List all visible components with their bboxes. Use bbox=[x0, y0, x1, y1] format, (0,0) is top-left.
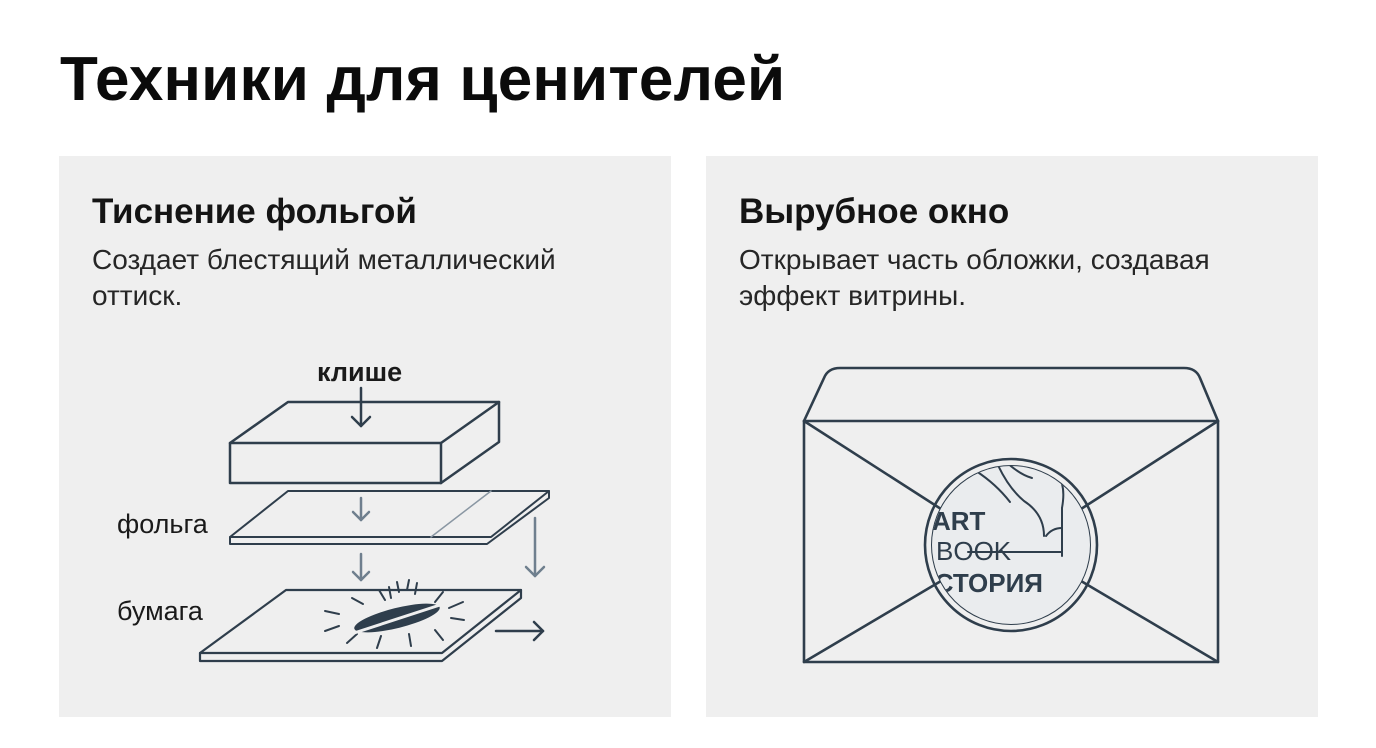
page-title: Техники для ценителей bbox=[60, 45, 786, 114]
shine-rays-icon bbox=[324, 579, 465, 649]
foil-sheet bbox=[229, 490, 550, 545]
envelope-fold-left-top bbox=[802, 419, 943, 511]
label-foil: фольга bbox=[117, 509, 209, 539]
envelope-fold-right-top bbox=[1079, 419, 1220, 511]
foil-arrow-icon bbox=[351, 496, 371, 522]
artwork-line-5 bbox=[1045, 527, 1063, 537]
card-description-foil: Создает блестящий металлический оттиск. bbox=[92, 244, 556, 311]
die-block bbox=[228, 400, 501, 485]
die-cut-window-diagram: ART BOOK ИСТОРИЯ bbox=[802, 366, 1220, 664]
label-paper: бумага bbox=[117, 596, 204, 626]
artwork-line-2 bbox=[1001, 466, 1033, 479]
card-title-window: Вырубное окно bbox=[739, 192, 1010, 231]
label-die: клише bbox=[317, 357, 402, 387]
foil-stamping-diagram: клише фольга бумага bbox=[117, 357, 550, 663]
card-title-foil: Тиснение фольгой bbox=[92, 192, 417, 231]
artwork-line-6 bbox=[975, 470, 1011, 503]
window-outer-ring bbox=[923, 457, 1099, 633]
envelope-fold-left-bottom bbox=[802, 579, 943, 664]
foil-to-paper-arrow-icon bbox=[351, 552, 371, 582]
paper-out-arrow-icon bbox=[494, 620, 545, 642]
envelope-fold-right-bottom bbox=[1079, 579, 1220, 664]
card-die-cut-window: Вырубное окно Открывает часть обложки, с… bbox=[706, 156, 1318, 717]
card-description-window: Открывает часть обложки, создавая эффект… bbox=[739, 244, 1210, 311]
logo-line-book: BOOK bbox=[936, 536, 1012, 566]
logo-line-history: ИСТОРИЯ bbox=[916, 568, 1043, 598]
die-arrow-icon bbox=[350, 386, 372, 428]
foil-feed-arrow-icon bbox=[524, 516, 546, 578]
foil-imprint-icon bbox=[350, 602, 444, 636]
artwork-line-1 bbox=[993, 466, 1045, 537]
envelope-flap bbox=[802, 366, 1220, 423]
paper-sheet bbox=[198, 588, 523, 663]
logo-line-art: ART bbox=[932, 506, 986, 536]
card-foil-stamping: Тиснение фольгой Создает блестящий метал… bbox=[59, 156, 671, 717]
envelope-body bbox=[802, 419, 1220, 664]
